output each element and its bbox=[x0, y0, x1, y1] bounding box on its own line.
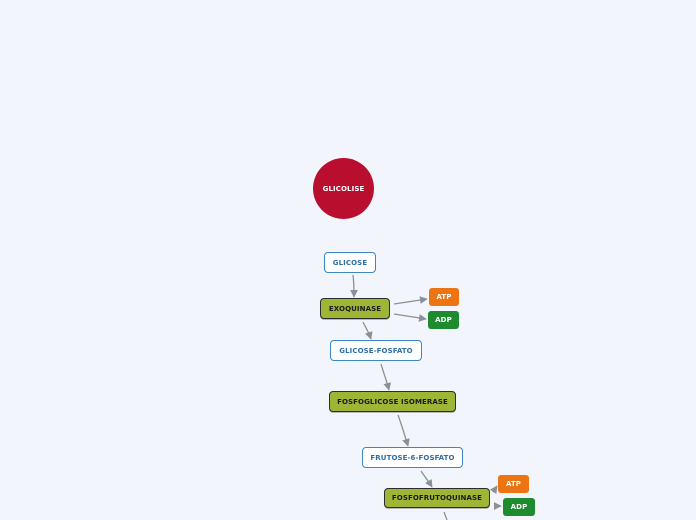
edge-exoquinase-atp bbox=[393, 296, 428, 305]
node-frutose-6-fosfato[interactable]: FRUTOSE-6-FOSFATO bbox=[362, 447, 463, 468]
edge-frutose-fosfofruto bbox=[420, 470, 433, 488]
edge-glicose-fosfato-fosfoglicose bbox=[380, 363, 392, 391]
root-node-glicolise[interactable]: GLICOLISE bbox=[313, 158, 374, 219]
adp-node[interactable]: ADP bbox=[503, 498, 535, 516]
adp-node[interactable]: ADP bbox=[428, 311, 459, 329]
edge-glicose-exoquinase bbox=[350, 274, 358, 298]
node-glicose-fosfato[interactable]: GLICOSE-FOSFATO bbox=[330, 340, 422, 361]
edge-fosfoglicose-frutose bbox=[397, 414, 410, 447]
atp-node[interactable]: ATP bbox=[498, 475, 529, 493]
node-glicose[interactable]: GLICOSE bbox=[324, 252, 376, 273]
edge-fosfofruto-continuation bbox=[443, 511, 448, 520]
edge-fosfofruto-atp bbox=[489, 485, 498, 495]
edge-exoquinase-adp bbox=[393, 313, 427, 322]
enzyme-node-fosfoglicose-isomerase[interactable]: FOSFOGLICOSE ISOMERASE bbox=[329, 391, 456, 412]
enzyme-node-exoquinase[interactable]: EXOQUINASE bbox=[320, 298, 390, 319]
atp-node[interactable]: ATP bbox=[429, 288, 459, 306]
enzyme-node-fosfofrutoquinase[interactable]: FOSFOFRUTOQUINASE bbox=[384, 488, 490, 508]
edge-exoquinase-glicose-fosfato bbox=[362, 321, 373, 340]
